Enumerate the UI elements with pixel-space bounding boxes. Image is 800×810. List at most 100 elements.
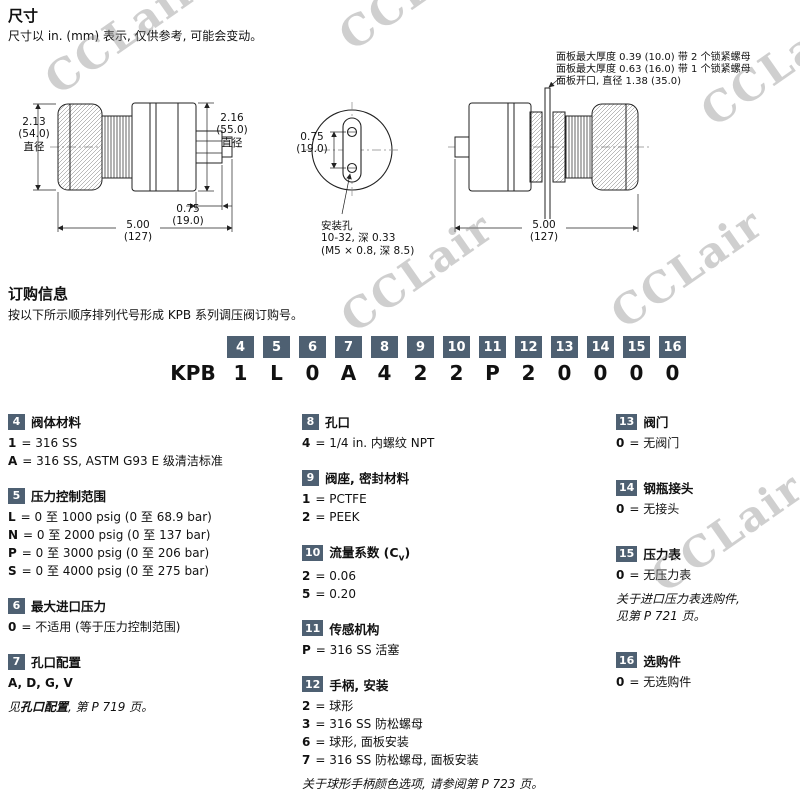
section-title: 阀体材料	[31, 415, 82, 430]
section-number-badge: 6	[8, 597, 25, 614]
section-title: 阀门	[643, 415, 669, 430]
dim-offset: 0.75 (19.0)	[172, 203, 204, 228]
ordering-title: 订购信息	[8, 285, 69, 303]
option-line: 2= 0.06	[302, 568, 356, 583]
section-number-badge: 12	[302, 676, 324, 692]
option-line: 6= 球形, 面板安装	[302, 734, 409, 749]
code-position-7: 7 A	[335, 336, 362, 383]
position-code: 0	[665, 361, 680, 385]
section-body-material: 4 阀体材料 1= 316 SS A= 316 SS, ASTM G93 E 级…	[8, 412, 290, 470]
section-valve: 13 阀门 0= 无阀门	[616, 412, 798, 452]
code-position-4: 4 1	[227, 336, 254, 383]
section-note: 见孔口配置, 第 P 719 页。	[8, 700, 154, 714]
position-badge: 15	[623, 336, 650, 358]
section-number-badge: 5	[8, 487, 25, 504]
section-note: 关于进口压力表选购件, 见第 P 721 页。	[616, 592, 740, 623]
position-code: 2	[449, 361, 464, 385]
section-title: 压力表	[643, 547, 681, 562]
position-badge: 7	[335, 336, 362, 358]
section-seat-seal-material: 9 阀座, 密封材料 1= PCTFE 2= PEEK	[302, 468, 604, 526]
section-number-badge: 16	[616, 652, 638, 669]
panel-note-1: 面板最大厚度 0.39 (10.0) 带 2 个锁紧螺母	[556, 52, 751, 63]
section-number-badge: 15	[616, 545, 638, 562]
dim-length-left: 5.00 (127)	[116, 219, 160, 244]
section-title: 流量系数 (Cv)	[329, 545, 411, 564]
section-title: 孔口	[325, 415, 351, 430]
spacer	[170, 336, 216, 358]
section-gauge: 15 压力表 0= 无压力表 关于进口压力表选购件, 见第 P 721 页。	[616, 544, 798, 625]
section-number-badge: 4	[8, 413, 25, 430]
panel-note-2: 面板最大厚度 0.63 (16.0) 带 1 个锁紧螺母	[556, 64, 751, 75]
dimensions-title: 尺寸	[8, 7, 39, 25]
option-line: L= 0 至 1000 psig (0 至 68.9 bar)	[8, 510, 212, 524]
position-code: 0	[593, 361, 608, 385]
section-number-badge: 9	[302, 469, 319, 486]
code-prefix: KPB	[170, 361, 216, 385]
code-position-5: 5 L	[263, 336, 290, 383]
dimensions-subtitle: 尺寸以 in. (mm) 表示, 仅供参考, 可能会变动。	[8, 29, 263, 43]
section-title: 传感机构	[329, 621, 380, 637]
position-badge: 12	[515, 336, 542, 358]
position-badge: 14	[587, 336, 614, 358]
section-cylinder-connection: 14 钢瓶接头 0= 无接头	[616, 478, 798, 518]
position-code: P	[485, 361, 500, 385]
position-badge: 13	[551, 336, 578, 358]
panel-note-3: 面板开口, 直径 1.38 (35.0)	[556, 76, 682, 87]
position-badge: 5	[263, 336, 290, 358]
position-code: 0	[629, 361, 644, 385]
legend-column-1: 4 阀体材料 1= 316 SS A= 316 SS, ASTM G93 E 级…	[8, 412, 290, 808]
section-title: 阀座, 密封材料	[325, 471, 410, 486]
option-line: A= 316 SS, ASTM G93 E 级清洁标准	[8, 454, 223, 468]
section-note: 关于球形手柄颜色选项, 请参阅第 P 723 页。	[302, 776, 544, 791]
legend-columns: 4 阀体材料 1= 316 SS A= 316 SS, ASTM G93 E 级…	[8, 412, 798, 808]
mounting-holes-label: 安装孔 10-32, 深 0.33 (M5 × 0.8, 深 8.5)	[321, 220, 415, 257]
section-handle-mounting: 12 手柄, 安装 2= 球形 3= 316 SS 防松螺母 6= 球形, 面板…	[302, 675, 604, 793]
option-line: P= 0 至 3000 psig (0 至 206 bar)	[8, 546, 210, 560]
option-line: 0= 无压力表	[616, 568, 692, 582]
section-pressure-control-range: 5 压力控制范围 L= 0 至 1000 psig (0 至 68.9 bar)…	[8, 486, 290, 580]
position-badge: 4	[227, 336, 254, 358]
option-line: 0= 无接头	[616, 502, 680, 516]
section-title: 压力控制范围	[31, 489, 107, 504]
section-number-badge: 10	[302, 544, 324, 561]
dim-dia-left: 2.13 (54.0) 直径	[18, 116, 50, 153]
dimension-drawings	[33, 77, 652, 239]
code-position-14: 14 0	[587, 336, 614, 383]
option-line: 3= 316 SS 防松螺母	[302, 716, 423, 731]
position-code: 0	[557, 361, 572, 385]
code-position-6: 6 0	[299, 336, 326, 383]
position-code: 0	[305, 361, 320, 385]
code-position-8: 8 4	[371, 336, 398, 383]
legend-column-3: 13 阀门 0= 无阀门 14 钢瓶接头 0= 无接头 15 压力表 0= 无压…	[616, 412, 798, 808]
section-number-badge: 13	[616, 413, 638, 430]
section-number-badge: 14	[616, 479, 638, 496]
section-title: 选购件	[643, 653, 681, 669]
section-number-badge: 8	[302, 413, 319, 430]
section-sensing-mechanism: 11 传感机构 P= 316 SS 活塞	[302, 619, 604, 659]
code-prefix-column: KPB	[170, 336, 216, 383]
position-badge: 8	[371, 336, 398, 358]
option-line: 2= PEEK	[302, 510, 360, 524]
dim-hole-spacing: 0.75 (19.0)	[296, 131, 328, 156]
position-code: 4	[377, 361, 392, 385]
position-code: 2	[521, 361, 536, 385]
section-max-inlet-pressure: 6 最大进口压力 0= 不适用 (等于压力控制范围)	[8, 596, 290, 636]
code-position-12: 12 2	[515, 336, 542, 383]
position-code: L	[270, 361, 283, 385]
ordering-code-builder: KPB 4 1 5 L 6 0 7 A 8 4 9 2 10 2 11 P 12…	[170, 336, 686, 383]
dim-dia-right: 2.16 (55.0) 直径	[216, 112, 248, 149]
option-line: A, D, G, V	[8, 676, 73, 690]
code-position-15: 15 0	[623, 336, 650, 383]
option-line: 2= 球形	[302, 698, 354, 713]
option-line: 0= 无选购件	[616, 674, 692, 689]
option-line: 1= 316 SS	[8, 436, 78, 450]
position-badge: 16	[659, 336, 686, 358]
section-port-configuration: 7 孔口配置 A, D, G, V 见孔口配置, 第 P 719 页。	[8, 652, 290, 716]
section-title: 孔口配置	[31, 655, 82, 670]
section-title: 钢瓶接头	[643, 481, 694, 496]
section-number-badge: 11	[302, 620, 324, 636]
code-position-13: 13 0	[551, 336, 578, 383]
code-position-9: 9 2	[407, 336, 434, 383]
position-code: A	[340, 361, 357, 385]
option-line: 5= 0.20	[302, 586, 356, 601]
